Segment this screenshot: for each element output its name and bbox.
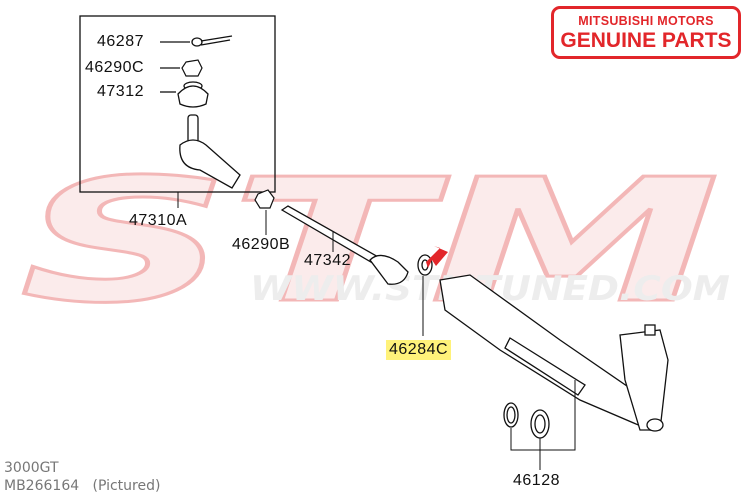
tie-rod-end-part: [179, 114, 241, 189]
logo-line2: GENUINE PARTS: [560, 29, 732, 52]
svg-text:STM: STM: [20, 143, 720, 341]
part-label-46287: 46287: [97, 33, 144, 50]
part-label-46290b: 46290B: [232, 236, 291, 253]
logo-line1: MITSUBISHI MOTORS: [578, 14, 714, 28]
model-name: 3000GT: [4, 460, 59, 476]
part-label-47312: 47312: [97, 83, 144, 100]
pictured-note: (Pictured): [92, 478, 161, 494]
part-label-47342: 47342: [304, 252, 351, 269]
dust-boot-part: [160, 81, 209, 108]
part-number: MB266164: [4, 478, 80, 494]
highlight-arrow: [426, 246, 448, 268]
part-label-46284c-highlighted: 46284C: [386, 340, 452, 360]
part-label-46290c: 46290C: [85, 59, 145, 76]
rack-seal-parts: [503, 402, 550, 439]
inner-tie-rod-part: [280, 205, 409, 285]
mitsubishi-genuine-parts-logo: MITSUBISHI MOTORS GENUINE PARTS: [551, 6, 741, 59]
stm-watermark: STM WWW.STMTUNED.COM: [19, 142, 731, 343]
steering-rack-part: [439, 274, 669, 432]
lock-washer-part: [417, 254, 433, 276]
castle-nut-part: [160, 59, 203, 77]
part-label-46128: 46128: [513, 472, 560, 489]
cotter-pin-part: [160, 35, 233, 47]
part-label-47310a: 47310A: [129, 212, 188, 229]
part-number-line: MB266164 (Pictured): [4, 478, 160, 494]
